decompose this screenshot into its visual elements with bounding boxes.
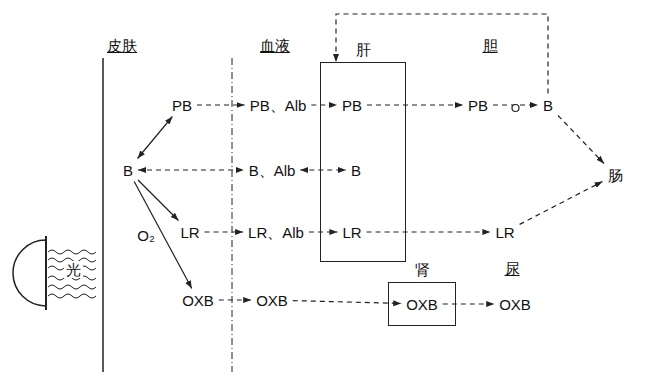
organ-box: 肝PBBLR	[320, 62, 406, 262]
pigment-term: PB	[340, 97, 364, 114]
term-text: B	[123, 162, 133, 179]
pigment-term: OXB	[180, 292, 216, 309]
term-text: PB	[342, 97, 362, 114]
pigment-term: B	[541, 97, 555, 114]
organ-term: 肠	[606, 167, 625, 184]
connector	[367, 231, 491, 232]
pigment-term: LR	[493, 224, 516, 241]
blood-boundary	[232, 58, 233, 372]
pigment-term: PB、Alb	[248, 97, 309, 114]
duct-loop	[512, 105, 519, 112]
connector	[520, 182, 603, 225]
term-text: OXB	[406, 296, 438, 313]
connector	[205, 231, 244, 232]
connector	[300, 169, 346, 170]
organ-name: 肝	[356, 41, 371, 58]
connector	[219, 299, 251, 300]
term-text: 肠	[608, 167, 623, 184]
pigment-term: B、Alb	[247, 162, 298, 179]
lamp-rim	[45, 236, 47, 310]
term-text: LR、Alb	[248, 224, 304, 241]
light-label: 光	[64, 261, 83, 278]
column-header: 皮肤	[107, 37, 137, 54]
term-text: LR	[180, 224, 199, 241]
edge-label: O₂	[137, 227, 155, 244]
connector	[367, 104, 463, 105]
term-text: B	[543, 97, 553, 114]
light-rays	[48, 250, 96, 298]
connector	[443, 303, 494, 304]
pigment-term: OXB	[404, 296, 440, 313]
pigment-term: PB	[170, 97, 194, 114]
connector	[138, 169, 244, 170]
connector	[138, 117, 173, 159]
pigment-term: LR、Alb	[246, 224, 306, 241]
organ-name: 肾	[415, 261, 430, 278]
term-text: PB	[468, 97, 488, 114]
term-text: B、Alb	[249, 162, 296, 179]
term-text: LR	[495, 224, 514, 241]
term-text: B	[351, 162, 361, 179]
connector	[309, 231, 338, 232]
connector	[311, 104, 337, 105]
pigment-term: PB	[466, 97, 490, 114]
column-header: 胆	[483, 37, 498, 54]
column-header: 血液	[260, 37, 290, 54]
term-text: OXB	[256, 292, 288, 309]
pigment-term: OXB	[497, 296, 533, 313]
term-text: PB	[172, 97, 192, 114]
column-header: 尿	[505, 260, 520, 277]
connector	[197, 104, 245, 105]
pigment-term: OXB	[254, 292, 290, 309]
pigment-term: LR	[178, 224, 201, 241]
connector	[558, 116, 604, 164]
pigment-term: B	[121, 162, 135, 179]
term-text: OXB	[182, 292, 214, 309]
pigment-term: B	[349, 162, 363, 179]
term-text: PB、Alb	[250, 97, 307, 114]
connector	[336, 14, 548, 94]
connector	[293, 301, 401, 304]
skin-boundary	[102, 58, 104, 372]
pigment-term: LR	[340, 224, 363, 241]
lamp	[13, 240, 46, 306]
term-text: LR	[342, 224, 361, 241]
organ-box: 肾OXB	[388, 282, 456, 326]
term-text: OXB	[499, 296, 531, 313]
